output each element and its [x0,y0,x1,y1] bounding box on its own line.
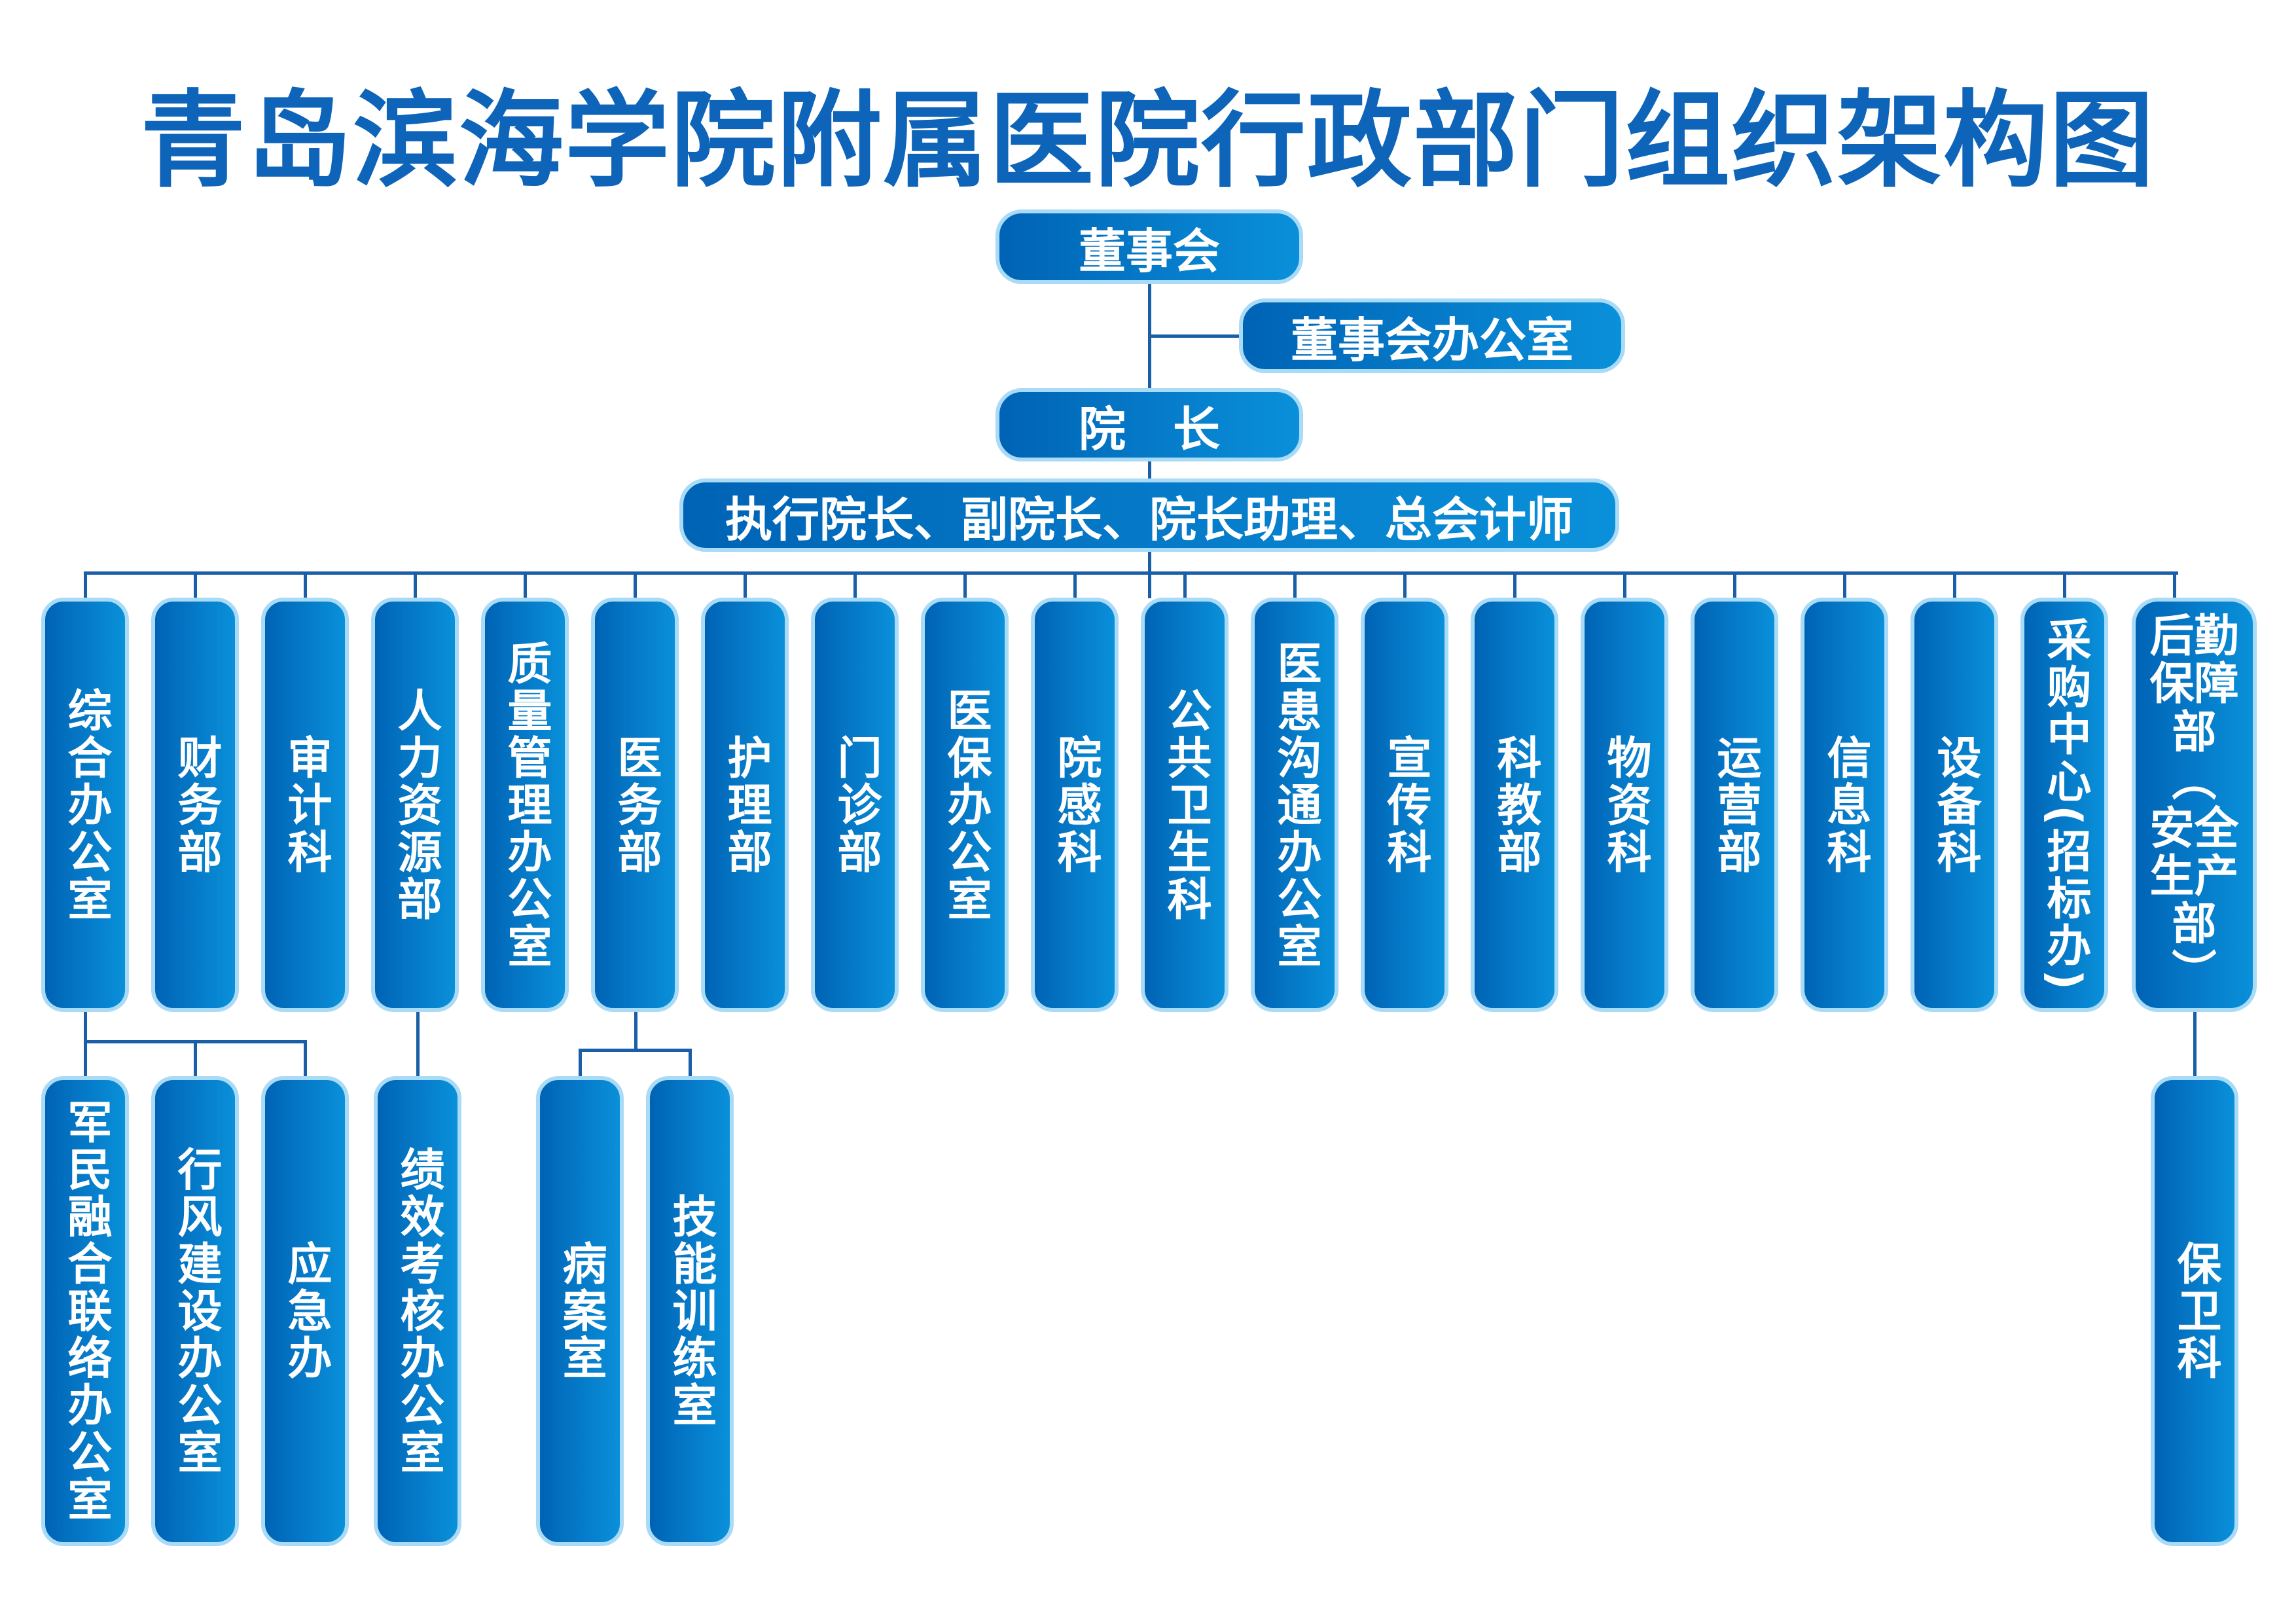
connector-line [2173,573,2176,599]
board-office-box[interactable]: 董事会办公室 [1239,298,1625,373]
connector-line [1149,334,1241,338]
department-label-line: 后勤 [2149,610,2239,662]
department-label-line: ︵ [2172,755,2217,807]
connector-line [1073,573,1077,599]
sub-department-box[interactable]: 技能训练室 [646,1076,734,1546]
department-box[interactable]: 公共卫生科 [1141,598,1229,1012]
connector-line [414,573,417,599]
connector-line [689,1049,692,1077]
connector-line [634,1012,637,1050]
department-box[interactable]: 后勤保障部︵安全生产部︶ [2132,598,2257,1012]
department-box[interactable]: 护理部 [701,598,789,1012]
sub-department-box[interactable]: 应急办 [261,1076,349,1546]
connector-line [634,573,637,599]
sub-department-box[interactable]: 行风建设办公室 [151,1076,239,1546]
connector-line [963,573,967,599]
department-label-line: 部 [2172,899,2217,951]
department-box[interactable]: 运营部 [1691,598,1778,1012]
connector-line [744,573,747,599]
sub-department-box[interactable]: 军民融合联络办公室 [41,1076,129,1546]
department-box[interactable]: 人力资源部 [371,598,459,1012]
sub-department-box[interactable]: 绩效考核办公室 [374,1076,461,1546]
connector-line [1843,573,1846,599]
vice-president-box[interactable]: 执行院长、副院长、院长助理、总会计师 [679,478,1619,552]
department-box[interactable]: 宣传科 [1361,598,1448,1012]
connector-line [84,571,2178,575]
department-box[interactable]: 综合办公室 [41,598,129,1012]
connector-line [416,1012,420,1077]
board-box[interactable]: 董事会 [996,209,1303,284]
connector-line [1513,573,1516,599]
department-box[interactable]: 采购中心(招标办) [2020,598,2108,1012]
department-box[interactable]: 信息科 [1801,598,1888,1012]
department-label-line: ︶ [2172,947,2217,999]
department-box[interactable]: 审计科 [261,598,349,1012]
connector-line [304,1040,307,1077]
sub-department-box[interactable]: 保卫科 [2151,1076,2238,1546]
department-box[interactable]: 科教部 [1471,598,1558,1012]
connector-line [524,573,527,599]
department-box[interactable]: 质量管理办公室 [481,598,569,1012]
connector-line [84,1040,87,1077]
department-box[interactable]: 医务部 [591,598,679,1012]
department-box[interactable]: 物资科 [1581,598,1668,1012]
connector-line [579,1049,582,1077]
president-box[interactable]: 院 长 [996,388,1303,461]
department-box[interactable]: 门诊部 [811,598,899,1012]
department-label-line: 部 [2172,706,2217,759]
connector-line [84,573,87,599]
sub-department-box[interactable]: 病案室 [536,1076,624,1546]
connector-line [194,573,197,599]
department-box[interactable]: 医患沟通办公室 [1251,598,1338,1012]
connector-line [194,1040,197,1077]
department-box[interactable]: 设备科 [1910,598,1998,1012]
connector-line [1293,573,1297,599]
connector-line [1953,573,1956,599]
connector-line [1183,573,1187,599]
department-label-line: 安全 [2149,803,2239,855]
department-label-line: 生产 [2149,850,2239,903]
department-label-line: 保障 [2149,659,2239,711]
connector-line [1733,573,1736,599]
connector-line [1403,573,1407,599]
connector-line [84,1012,87,1043]
connector-line [1623,573,1626,599]
page-title: 青岛滨海学院附属医院行政部门组织架构图 [140,79,2155,202]
connector-line [2063,573,2066,599]
department-box[interactable]: 院感科 [1031,598,1119,1012]
connector-line [2193,1012,2197,1077]
connector-line [853,573,857,599]
connector-line [304,573,307,599]
department-box[interactable]: 医保办公室 [921,598,1009,1012]
connector-line [579,1049,691,1052]
department-box[interactable]: 财务部 [151,598,239,1012]
